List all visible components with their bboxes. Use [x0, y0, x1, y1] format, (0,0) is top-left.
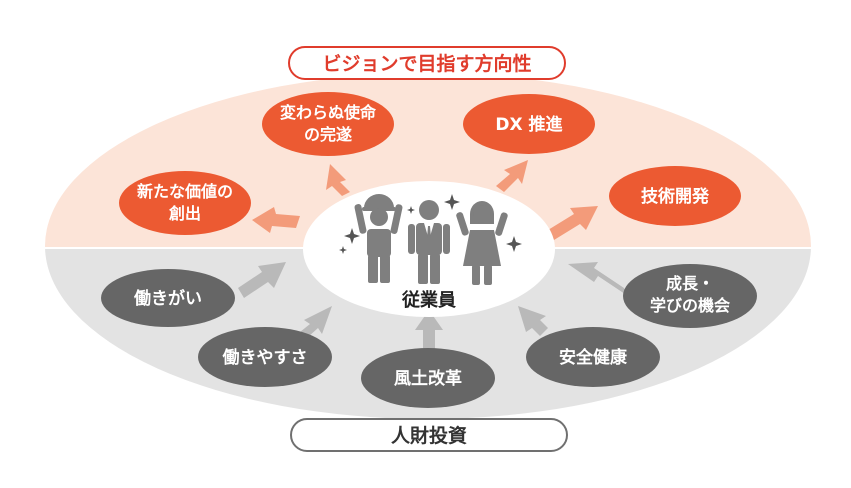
vision-node-label: 技術開発: [641, 186, 710, 207]
woman-icon: [456, 201, 508, 285]
vision-title: ビジョンで目指す方向性: [322, 52, 531, 75]
investment-node-label: 成長・: [666, 274, 714, 293]
arrow-from-culture: [415, 310, 443, 352]
arrow-from-growth: [568, 262, 628, 296]
arrow-from-fulfillment: [238, 262, 286, 298]
vision-node-new-value: 新たな価値の 創出: [119, 171, 251, 235]
investment-node-fulfillment: 働きがい: [101, 269, 235, 327]
sparkle-icon: [339, 246, 347, 254]
arrow-from-safety: [518, 306, 548, 336]
investment-node-label: 風土改革: [394, 368, 462, 389]
vision-node-label: の完遂: [304, 125, 352, 144]
investment-node-label: 働きやすさ: [222, 347, 308, 368]
investment-node-label: 学びの機会: [650, 296, 730, 315]
employee-center: 従業員: [303, 181, 555, 317]
vision-title-banner: ビジョンで目指す方向性: [288, 46, 566, 80]
vision-node-label: 創出: [168, 204, 201, 223]
businessman-icon: [408, 200, 450, 284]
vision-arrows: [252, 160, 598, 240]
investment-node-safety: 安全健康: [526, 327, 660, 387]
vision-node-mission: 変わらぬ使命 の完遂: [262, 92, 394, 156]
employee-label: 従業員: [401, 289, 456, 311]
arrow-to-tech: [548, 206, 598, 240]
investment-node-comfort: 働きやすさ: [198, 327, 332, 387]
vision-node-tech: 技術開発: [609, 166, 741, 226]
sparkle-icon: [344, 228, 360, 244]
investment-node-culture: 風土改革: [361, 348, 495, 408]
sparkle-icon: [506, 236, 522, 252]
arrow-to-mission: [326, 164, 350, 196]
arrow-to-new-value: [252, 207, 300, 233]
vision-node-label: DX 推進: [495, 114, 562, 135]
vision-node-dx: DX 推進: [463, 94, 595, 154]
worker-icon: [354, 194, 403, 283]
investment-title-banner: 人財投資: [290, 418, 568, 452]
investment-node-growth: 成長・ 学びの機会: [623, 264, 757, 328]
vision-node-label: 変わらぬ使命: [280, 103, 377, 122]
sparkle-icon: [407, 206, 415, 214]
arrow-to-dx: [496, 160, 528, 192]
vision-node-label: 新たな価値の: [137, 182, 233, 201]
investment-title: 人財投資: [391, 424, 467, 447]
investment-node-label: 働きがい: [133, 288, 202, 309]
sparkle-icon: [444, 194, 460, 210]
investment-node-label: 安全健康: [559, 347, 628, 368]
